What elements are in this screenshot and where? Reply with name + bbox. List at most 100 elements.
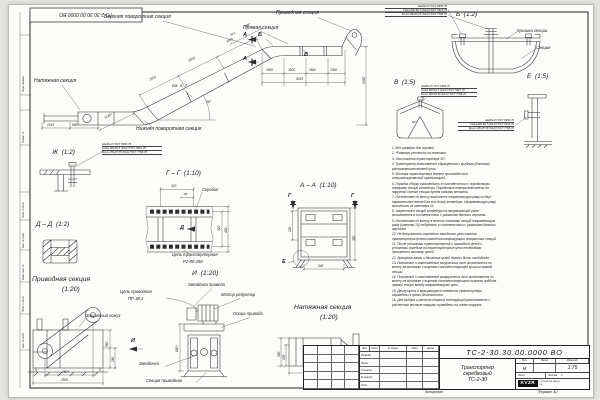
dim-bottom-2: 850: [72, 122, 78, 127]
spare-cell: [345, 380, 359, 389]
dim-aa-340: 340: [318, 263, 324, 268]
role-cell: Пров.: [360, 359, 380, 366]
label-conveyor-chain: Цепь транспортерная: [172, 252, 218, 257]
rev-blank-cell: [407, 381, 424, 389]
dim-gg-320: 320: [171, 183, 177, 188]
note-item: 9. На монтаже по месту в местах стыковки…: [392, 218, 496, 232]
note-item: 1. Все размеры для справок.: [392, 146, 435, 150]
sheet-label: Лист: [516, 373, 546, 378]
spare-cell: [317, 363, 332, 372]
spare-cell: [317, 346, 332, 355]
marker-a-bottom: А: [243, 56, 247, 62]
dim-drv-1500: 1500: [61, 377, 69, 382]
detail-e-title: Е (1:5): [527, 73, 549, 80]
label-lower-turn-section: Нижняя поворотная секция: [136, 126, 202, 132]
rev-blank-cell: [407, 374, 424, 381]
spare-cell: [331, 371, 346, 381]
dim-gg-400r: 400: [223, 227, 228, 233]
label-section: Секция: [536, 45, 551, 50]
label-drive-sprocket: Звездочка привода: [188, 282, 225, 287]
label-drive-support: Опора привода: [233, 310, 263, 316]
scale-header: Масштаб: [556, 359, 589, 363]
note-item: 3. Угол наклона транспортера 30°.: [392, 156, 446, 161]
spare-cell: [345, 346, 359, 355]
margin-label: Взам. инв. №: [21, 264, 25, 280]
label-scraper: Скребок: [202, 187, 219, 192]
margin-label: Подп. и дата: [21, 296, 25, 312]
spare-cell: [304, 346, 318, 355]
product-name-line: Транспортер: [461, 364, 494, 371]
spare-cell: [317, 354, 332, 364]
marker-i: И: [131, 338, 135, 344]
spare-cell: [331, 363, 346, 372]
sheets-label: Листов: [548, 373, 558, 377]
rev-col-header: Дата: [423, 346, 439, 351]
dim-ten-255: 255: [282, 354, 286, 360]
drive-view-title: Приводная секция: [32, 276, 91, 283]
note-item: 6. Порядок сборки производить в соответс…: [392, 181, 490, 194]
mass-value: [534, 364, 556, 372]
spare-cell: [331, 354, 346, 364]
product-name-line: ТС-2-30: [467, 377, 488, 384]
spare-cell: [317, 371, 332, 381]
label-straight-section: Прямая секция: [243, 25, 279, 31]
copied-label: Копировал: [425, 389, 443, 394]
dim-drv-280: 280: [110, 356, 115, 362]
margin-label: Перв. примен.: [21, 75, 25, 92]
sheets-value: 1: [561, 373, 563, 377]
section-dd-title: Д – Д (1:2): [36, 221, 70, 228]
section-aa-title: А – А (1:10): [300, 182, 337, 189]
rev-blank-cell: [407, 359, 424, 366]
format-label: Формат А2: [538, 389, 558, 394]
view-i-title: И (1:20): [192, 270, 219, 277]
detail-v-title: В (1:5): [394, 79, 416, 86]
rev-blank-cell: [380, 359, 408, 366]
rev-blank-cell: [423, 366, 440, 374]
dim-aa-100: 100: [287, 226, 292, 232]
rev-blank-cell: [423, 352, 440, 359]
note-item: 7. На монтаже по месту выполнить направл…: [392, 195, 496, 208]
note-item: 14. Положение и изготовление разгрузочны…: [392, 275, 497, 288]
label-conveyor-chain-model: Р2-80-290: [183, 258, 203, 264]
label-see-note-7: см. п. 7: [172, 83, 188, 88]
spare-cell: [304, 380, 318, 389]
spare-cell: [345, 354, 359, 364]
note-item: 10. Не допускается изменение заводского …: [392, 232, 497, 241]
marker-g-right: Г: [351, 193, 355, 199]
rev-blank-cell: [423, 359, 440, 366]
role-cell: Н.контр.: [360, 374, 380, 381]
rev-blank-cell: [380, 374, 408, 381]
dim-drv-560: 560: [105, 341, 109, 347]
marker-g-left: Г: [288, 193, 292, 199]
paper-sheet: [8, 4, 594, 398]
note-item: 13. Положение и изготовление загрузочных…: [392, 261, 493, 274]
marker-b: Б: [258, 32, 262, 38]
dim-top-4: 1500: [330, 67, 338, 72]
dim-drv-780: 780*: [62, 369, 69, 374]
rev-blank-cell: [380, 352, 408, 359]
note-item: 8. Закрепление секций конвейера на напра…: [392, 209, 487, 218]
company-logo-subtext: КОТЕЛЬНЫЙ ЗАВОД РФ: [539, 381, 560, 386]
spare-cell: [331, 380, 346, 389]
tension-view-scale: (1:20): [320, 314, 338, 321]
dim-top-3: 2660: [309, 67, 317, 72]
company-logo: KVZR: [518, 380, 538, 388]
rev-col-header: Подп.: [407, 346, 424, 351]
technical-notes: 1. Все размеры для справок.2. *Размеры у…: [392, 146, 498, 308]
label-drive-section: Приводная секция: [276, 10, 319, 16]
label-drive-chain-model: ПР-38,1: [128, 295, 144, 301]
note-item: 11. После установки транспортерной и при…: [392, 242, 483, 255]
rev-blank-cell: [423, 381, 440, 389]
rev-col-header: Лист: [370, 346, 380, 351]
spare-cell: [317, 380, 332, 389]
margin-label: Инв. № дубл.: [21, 232, 25, 248]
label-guard-cover: Защитный кожух: [86, 313, 121, 318]
rev-blank-cell: [407, 352, 424, 359]
margin-label: Справ. №: [21, 131, 25, 143]
dim-gg-320r: 320: [217, 225, 221, 231]
dim-top-overall: 9263: [296, 76, 304, 81]
label-tension-section: Натяжная секция: [34, 78, 77, 84]
